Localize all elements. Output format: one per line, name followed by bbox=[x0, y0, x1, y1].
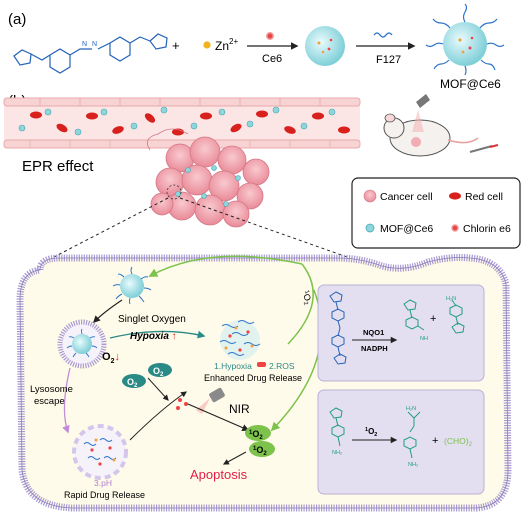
svg-text:1O2: 1O2 bbox=[249, 429, 263, 441]
product-amine-1 bbox=[403, 299, 425, 331]
step2-label: F127 bbox=[376, 54, 401, 66]
ce6-dot bbox=[266, 32, 274, 40]
apoptosis-label: Apoptosis bbox=[190, 467, 248, 482]
release-to-ros-arrow bbox=[129, 391, 187, 441]
svg-text:NH₂: NH₂ bbox=[332, 450, 342, 456]
urea-product bbox=[403, 411, 421, 459]
green-loop-top bbox=[287, 263, 314, 345]
ros-dots bbox=[176, 398, 188, 410]
zinc-label: Zn2+ bbox=[215, 37, 238, 53]
rapid-release-lysosome bbox=[72, 424, 128, 480]
endosome bbox=[57, 319, 107, 369]
singlet-o2-reagent: 1O2 bbox=[365, 427, 377, 438]
legend-cancer-cell: Cancer cell bbox=[380, 191, 433, 203]
svg-text:O2: O2 bbox=[127, 377, 138, 389]
mof-ce6-particle bbox=[425, 3, 505, 76]
laser-icon bbox=[416, 94, 430, 108]
singlet-oxygen-arrow bbox=[109, 330, 206, 339]
vessel-mof-particles bbox=[18, 106, 336, 136]
legend-mof: MOF@Ce6 bbox=[380, 223, 433, 235]
lysosome-label-2: escape bbox=[34, 396, 65, 407]
o2-right-badge: O2 bbox=[148, 363, 172, 378]
reaction-box-top: NQO1 NADPH NH + H₂N bbox=[317, 284, 485, 382]
mof-sphere bbox=[305, 26, 345, 66]
singlet-o2-badge-b: 1O2 bbox=[249, 441, 275, 457]
svg-text:H₂N: H₂N bbox=[446, 296, 456, 302]
endocytosis-arrow bbox=[92, 299, 123, 324]
plus-sign: + bbox=[172, 38, 180, 53]
epr-label: EPR effect bbox=[22, 158, 94, 175]
zoom-origin-circle bbox=[166, 184, 182, 200]
panel-a: (a) N N + Zn2+ Ce6 bbox=[8, 3, 505, 91]
singlet-o2-badge-a: 1O2 bbox=[245, 425, 271, 441]
plus-top: + bbox=[430, 313, 436, 325]
incoming-mof-particle bbox=[112, 266, 152, 305]
product-label: MOF@Ce6 bbox=[440, 77, 501, 91]
svg-text:N: N bbox=[92, 41, 97, 48]
nir-label: NIR bbox=[229, 402, 250, 416]
ph-step-label: 3.pH bbox=[94, 478, 112, 488]
legend-red-cell: Red cell bbox=[465, 191, 503, 203]
mouse-illustration bbox=[383, 94, 499, 157]
to-apoptosis-arrow bbox=[222, 451, 247, 465]
o2-decrease-label: O2↓ bbox=[102, 351, 120, 365]
plus-bottom: + bbox=[432, 435, 438, 447]
zoom-line-right bbox=[179, 197, 351, 259]
green-loop-back bbox=[148, 255, 303, 277]
pdt-arrow bbox=[187, 403, 250, 432]
legend-mof-icon bbox=[365, 223, 375, 233]
svg-text:H₂N: H₂N bbox=[406, 406, 416, 412]
f127-wave bbox=[373, 32, 393, 38]
panel-a-label: (a) bbox=[8, 11, 26, 28]
syringe-icon bbox=[489, 144, 499, 148]
zinc-ion-dot bbox=[203, 41, 211, 49]
glyoxal-label: (CHO)2 bbox=[444, 436, 473, 448]
hypoxia-step-label: 1.Hypoxia bbox=[214, 361, 252, 371]
svg-text:N: N bbox=[82, 41, 87, 48]
o2-left-badge: O2 bbox=[122, 374, 146, 389]
svg-text:NH: NH bbox=[420, 336, 428, 342]
lysosome-label-1: Lysosome bbox=[30, 384, 73, 395]
o2-to-release-arrow bbox=[147, 377, 169, 401]
azo-ligand-structure: N N bbox=[13, 33, 168, 74]
ros-step-label: 2.ROS bbox=[269, 361, 295, 371]
product-amine-2 bbox=[449, 299, 465, 334]
red-blood-cells bbox=[30, 110, 350, 136]
reaction-box-bottom: NH₂ 1O2 H₂N NH₂ + (CHO)2 bbox=[317, 389, 485, 495]
singlet-top-label: 1O2 bbox=[298, 289, 314, 307]
svg-text:1O2: 1O2 bbox=[253, 445, 267, 457]
blood-vessel bbox=[3, 97, 361, 149]
ros-icon bbox=[257, 362, 266, 367]
singlet-oxygen-label: Singlet Oxygen bbox=[118, 314, 186, 325]
amine-reactant bbox=[329, 407, 345, 447]
legend-chlorin: Chlorin e6 bbox=[463, 223, 511, 235]
lysosome-escape-arrow bbox=[62, 367, 71, 434]
legend-red-cell-icon bbox=[449, 192, 461, 200]
svg-text:NH₂: NH₂ bbox=[408, 462, 418, 468]
svg-text:O2: O2 bbox=[153, 366, 164, 378]
step1-label: Ce6 bbox=[262, 53, 282, 65]
nqo1-label: NQO1 bbox=[363, 328, 384, 337]
rapid-release-label: Rapid Drug Release bbox=[64, 490, 145, 500]
nir-laser-icon bbox=[196, 387, 225, 414]
nadph-label: NADPH bbox=[361, 344, 388, 353]
enhanced-release-label: Enhanced Drug Release bbox=[204, 373, 302, 383]
enhanced-release-cluster bbox=[219, 320, 261, 360]
legend-box: Cancer cell Red cell MOF@Ce6 Chlorin e6 bbox=[351, 177, 521, 249]
zoom-line-left bbox=[51, 197, 169, 259]
legend-cancer-cell-icon bbox=[363, 189, 377, 203]
legend-chlorin-icon bbox=[451, 224, 459, 232]
hypoxia-label: Hypoxia ↑ bbox=[130, 331, 177, 342]
